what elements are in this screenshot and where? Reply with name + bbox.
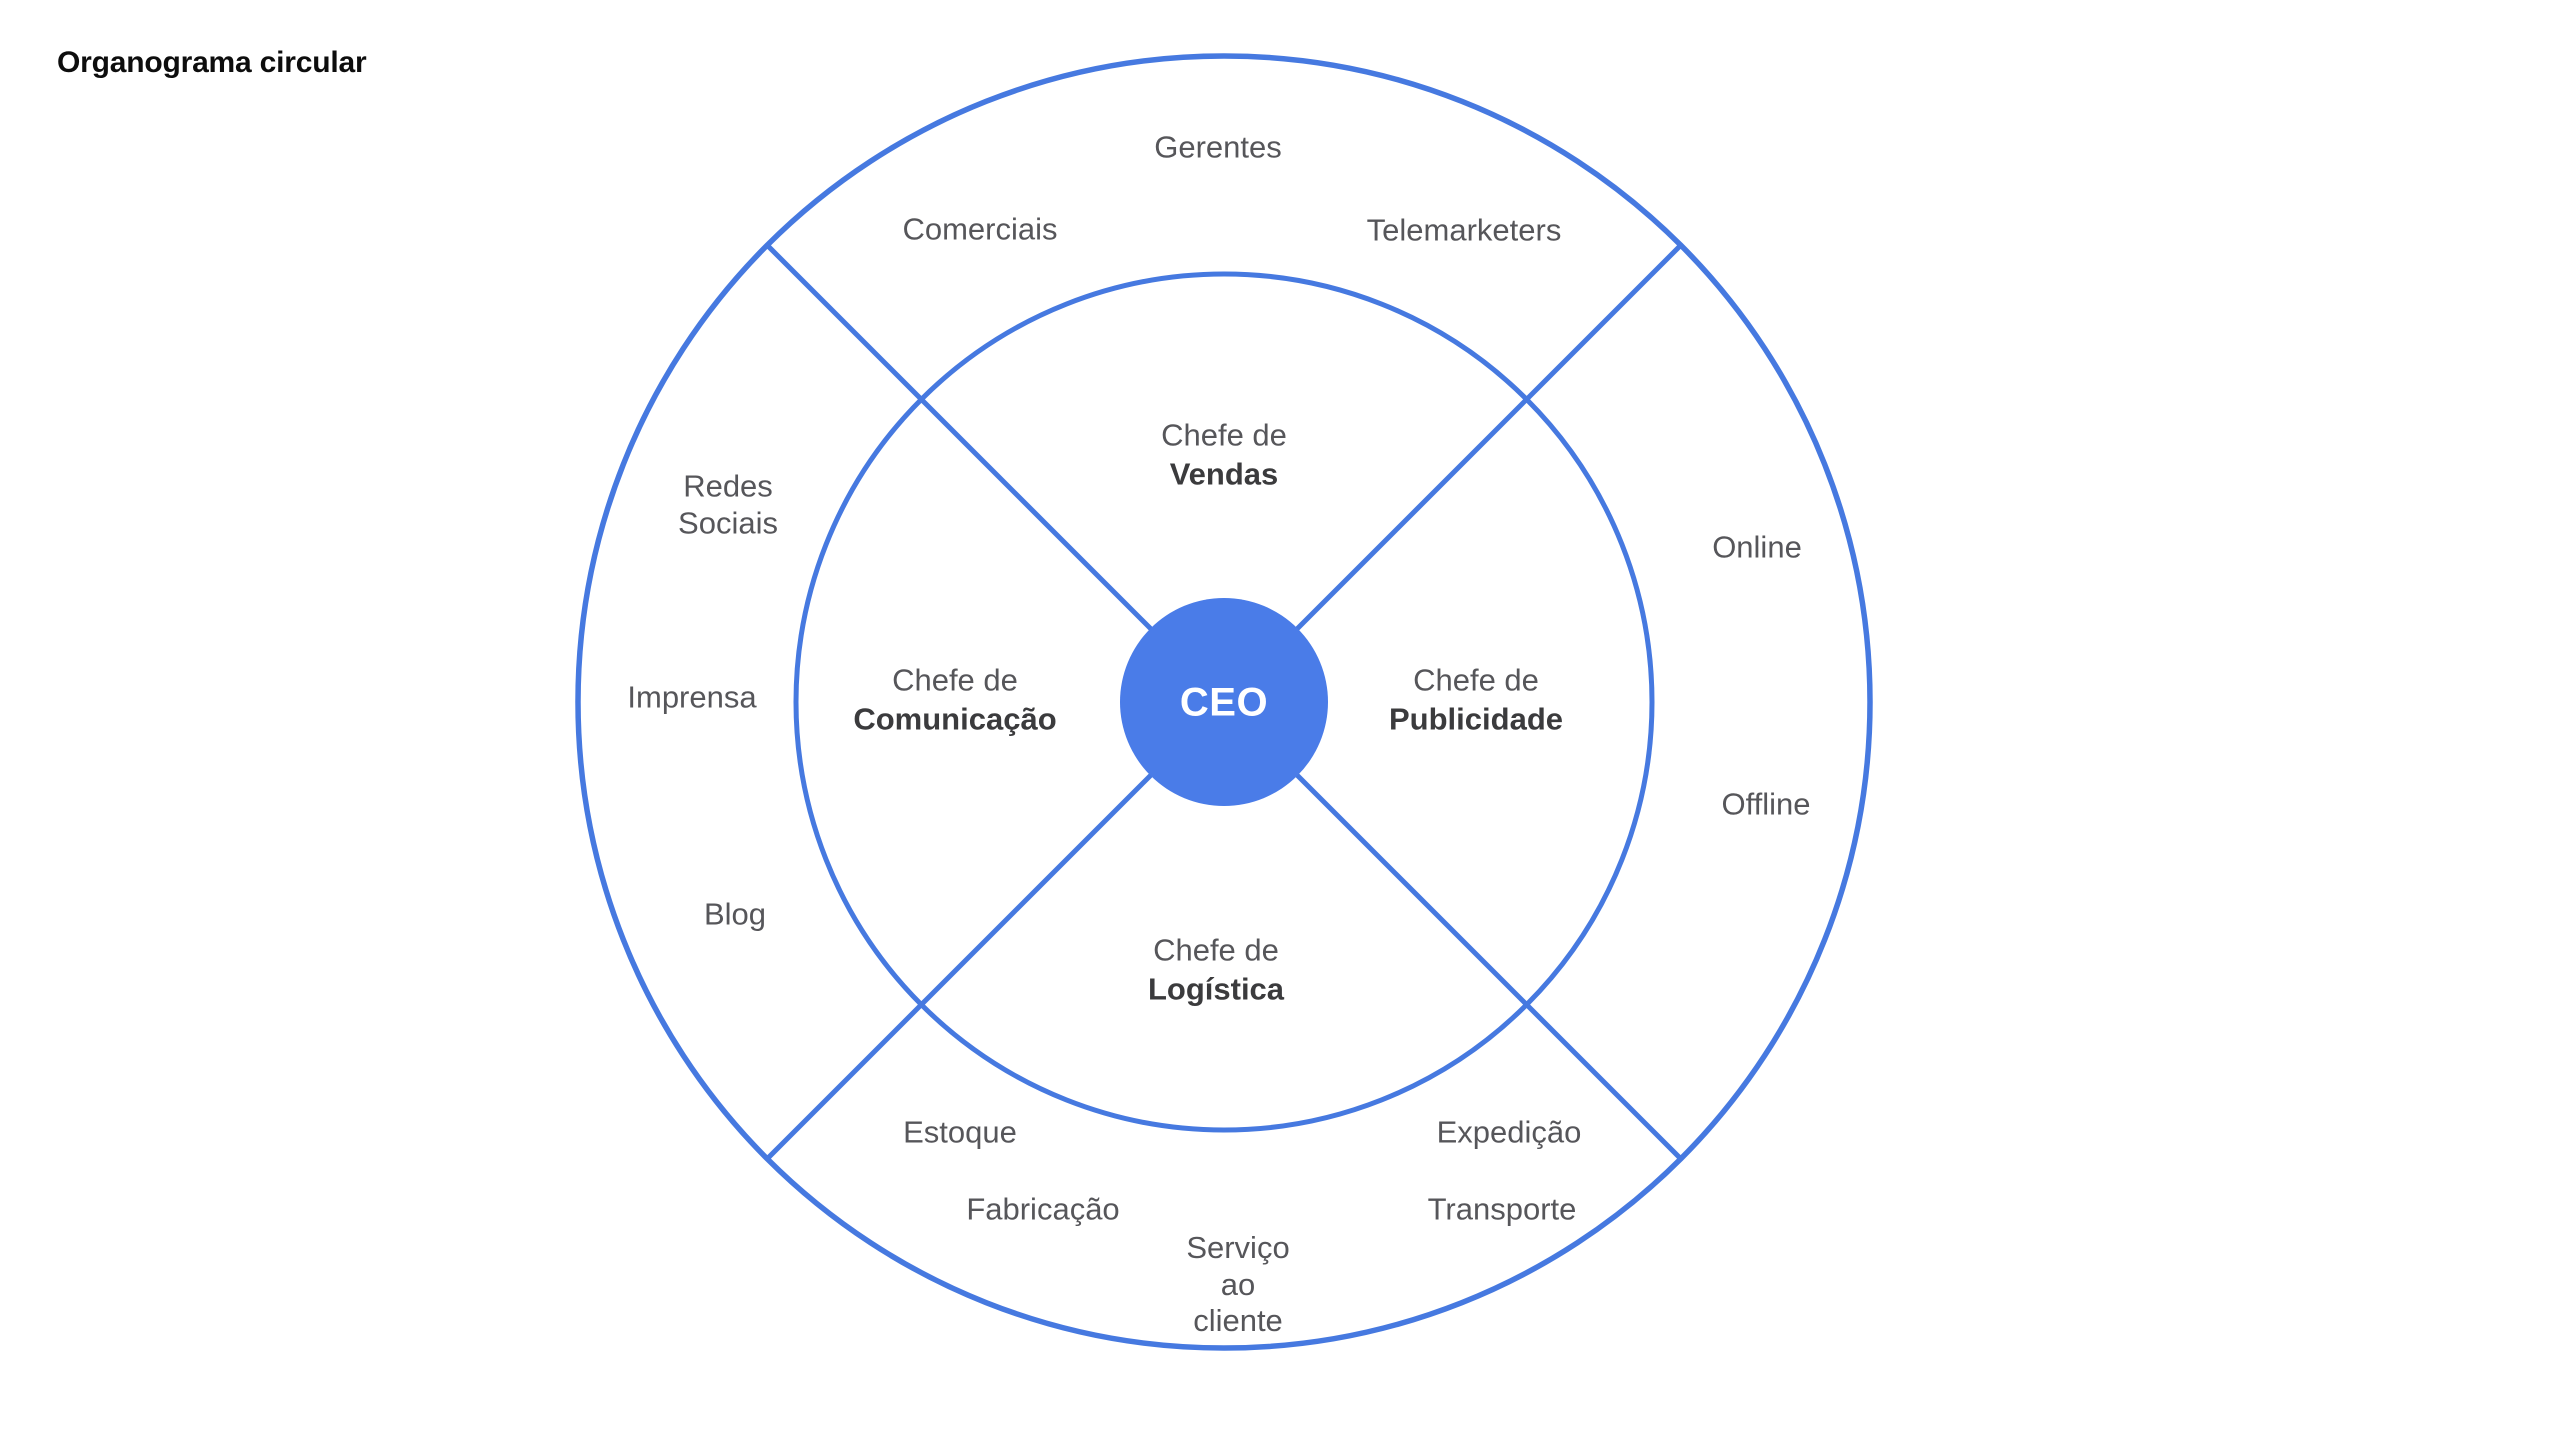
inner-node-comunicacao[interactable]: Chefe de Comunicação [853,662,1056,737]
inner-ring-circle [793,271,1655,1133]
inner-node-logistica[interactable]: Chefe de Logística [1148,932,1284,1007]
outer-node-expedicao[interactable]: Expedição [1436,1114,1582,1150]
outer-node-offline[interactable]: Offline [1721,786,1811,822]
ceo-circle[interactable] [1120,598,1328,806]
spoke-down-right [1295,773,1684,1162]
spoke-up-right [1295,242,1684,631]
outer-node-telemarketers[interactable]: Telemarketers [1366,212,1562,248]
outer-ring-circle [575,53,1873,1351]
inner-node-vendas[interactable]: Chefe de Vendas [1161,417,1287,492]
inner-node-publicidade-name: Publicidade [1389,701,1563,736]
divider-spokes [764,242,1684,1162]
spoke-down-left [764,773,1153,1162]
outer-node-online[interactable]: Online [1712,529,1802,565]
outer-node-transporte[interactable]: Transporte [1427,1191,1577,1227]
outer-node-blog[interactable]: Blog [703,896,767,932]
outer-node-servico-ao-cliente[interactable]: Serviço ao cliente [1186,1230,1290,1339]
outer-node-imprensa[interactable]: Imprensa [627,679,757,715]
outer-node-estoque[interactable]: Estoque [903,1114,1017,1150]
inner-node-comunicacao-prefix: Chefe de [892,662,1018,698]
spoke-up-left [764,242,1153,631]
ceo-label: CEO [1179,680,1269,725]
inner-node-comunicacao-name: Comunicação [853,701,1057,736]
outer-node-gerentes[interactable]: Gerentes [1154,129,1282,165]
page-title: Organograma circular [57,46,367,79]
inner-node-logistica-prefix: Chefe de [1153,932,1279,968]
outer-node-comerciais[interactable]: Comerciais [902,211,1058,247]
outer-node-fabricacao[interactable]: Fabricação [966,1191,1120,1227]
inner-node-logistica-name: Logística [1147,971,1285,1006]
inner-node-publicidade-prefix: Chefe de [1413,662,1539,698]
inner-node-publicidade[interactable]: Chefe de Publicidade [1389,662,1563,737]
outer-node-redes-sociais[interactable]: Redes Sociais [678,468,778,540]
inner-node-vendas-prefix: Chefe de [1161,417,1287,453]
inner-node-vendas-name: Vendas [1169,456,1279,491]
